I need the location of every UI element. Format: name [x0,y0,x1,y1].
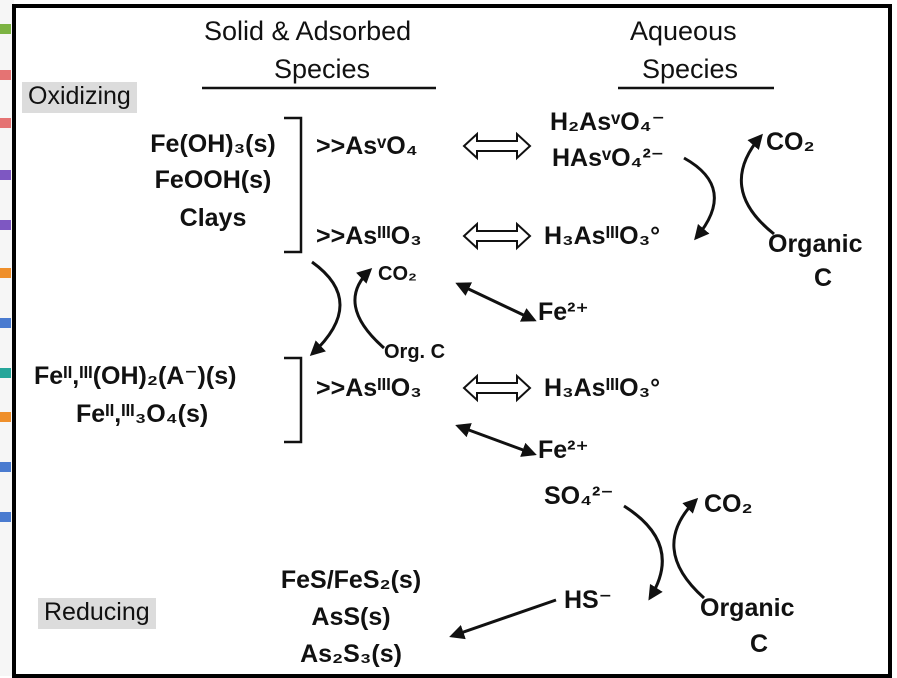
sulfide-precipitation-arrow [449,598,557,640]
aqueous-h3aso3-oxidizing: H₃AsᴵᴵᴵO₃° [544,222,661,250]
background-chip [0,268,11,278]
bracket-oxidizing [284,116,303,254]
co2-top: CO₂ [766,128,815,156]
background-chip [0,24,11,34]
co2-mid: CO₂ [378,263,417,285]
mineral-clays: Clays [179,204,247,232]
curved-arrow-fe-oxidation [353,267,385,350]
header-solid-line2: Species [274,54,371,84]
curved-arrow-oxidation-top [739,133,775,236]
equilibrium-arrow-as3-ox [462,221,532,251]
mineral-feooh: FeOOH(s) [154,166,272,194]
mineral-iron-sulfide: FeS/FeS₂(s) [280,566,422,594]
aqueous-h3aso3-reducing: H₃AsᴵᴵᴵO₃° [544,374,661,402]
organic-top-line1: Organic [768,230,863,258]
fe2-release-arrow-upper [455,282,537,322]
background-chip [0,512,11,522]
bracket-reducing [284,356,303,444]
equilibrium-arrow-as5 [462,131,532,161]
background-chip [0,170,11,180]
mineral-as2s3: As₂S₃(s) [300,640,402,668]
curved-arrow-fe-reduction [309,260,342,357]
oxidizing-label: Oxidizing [22,82,137,113]
background-chip [0,318,11,328]
background-chip [0,220,11,230]
adsorbed-as3-oxidizing: >>AsᴵᴵᴵO₃ [316,222,422,250]
fe2-release-arrow-lower [455,423,537,457]
background-page-strip [0,0,14,676]
fe2-lower: Fe²⁺ [538,436,589,464]
equilibrium-arrow-as3-red [462,373,532,403]
fe2-upper: Fe²⁺ [538,298,589,326]
aqueous-h2aso4: H₂AsᵛO₄⁻ [550,108,665,136]
background-chip [0,462,11,472]
mineral-fe-hydroxide: Fe(OH)₃(s) [150,130,276,158]
co2-bottom: CO₂ [704,490,753,518]
mineral-ass: AsS(s) [311,603,391,631]
reducing-label: Reducing [38,598,156,629]
header-solid-line1: Solid & Adsorbed [204,16,412,46]
curved-arrow-reduction-top [683,156,716,241]
sulfate: SO₄²⁻ [544,482,614,510]
aqueous-haso4: HAsᵛO₄²⁻ [552,144,664,172]
curved-arrow-organic-oxidation [672,497,705,600]
figure-frame: Solid & Adsorbed Species Aqueous Species… [12,4,892,678]
hydrosulfide: HS⁻ [564,586,612,614]
background-chip [0,368,11,378]
mineral-magnetite: Feᴵᴵ,ᴵᴵᴵ₃O₄(s) [76,400,209,428]
organic-top-line2: C [814,264,833,292]
background-chip [0,70,11,80]
organic-bottom-line2: C [750,630,769,658]
mineral-green-rust: Feᴵᴵ,ᴵᴵᴵ(OH)₂(A⁻)(s) [34,362,237,390]
header-aqueous-line1: Aqueous [630,16,737,46]
reaction-arrows [202,86,775,640]
organic-bottom-line1: Organic [700,594,795,622]
org-c-mid: Org. C [384,341,446,363]
adsorbed-as5: >>AsᵛO₄ [316,132,418,160]
header-aqueous-line2: Species [642,54,739,84]
adsorbed-as3-reducing: >>AsᴵᴵᴵO₃ [316,374,422,402]
background-chip [0,118,11,128]
curved-arrow-sulfate-reduction [623,504,664,601]
background-chip [0,412,11,422]
